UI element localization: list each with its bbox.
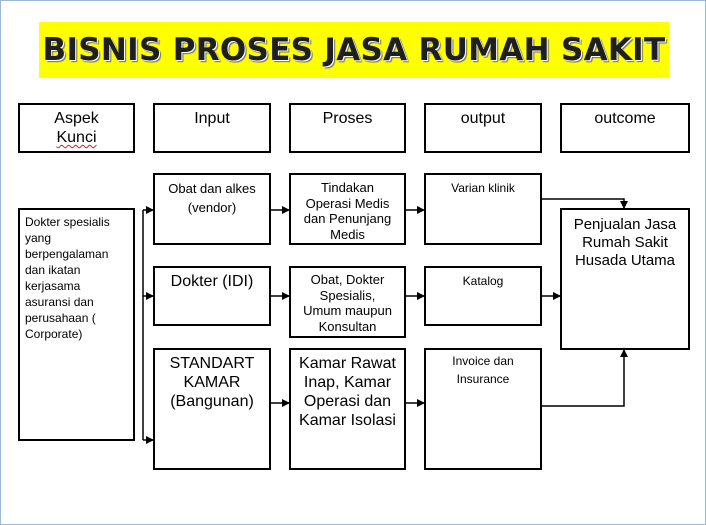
input-1-line: (vendor) [187,200,237,215]
output-1-line: Varian klinik [451,181,515,195]
proses-1-line: Tindakan [321,180,374,195]
header-aspek-kunci: Aspek Kunci [18,103,135,153]
input-1-line: Obat dan alkes [168,181,256,196]
header-proses: Proses [289,103,406,153]
output-box-2: Katalog [424,266,542,326]
proses-3-line: Operasi dan [303,393,392,410]
header-output-label: output [460,110,506,127]
header-outcome-label: outcome [594,110,656,127]
input-3-line: STANDART [169,355,255,372]
proses-3-line: Inap, Kamar [303,374,392,391]
header-outcome: outcome [560,103,690,153]
proses-2-line: Obat, Dokter [310,272,385,287]
proses-1-line: dan Penunjang [303,211,392,226]
diagram-title: BISNIS PROSES JASA RUMAH SAKIT [42,32,666,68]
output-box-1: Varian klinik [424,173,542,245]
proses-2-line: Umum maupun [303,303,392,318]
outcome-line: Penjualan Jasa [573,216,677,233]
input-3-line: (Bangunan) [170,393,254,410]
aspek-kunci-line: perusahaan ( [25,311,96,325]
input-2-line: Dokter (IDI) [170,273,254,290]
proses-2-line: Konsultan [318,318,377,334]
header-aspek-kunci-line2: Kunci [56,129,97,146]
header-output: output [424,103,542,153]
outcome-line: Husada Utama [574,252,676,269]
header-input: Input [153,103,271,153]
header-input-label: Input [194,110,230,127]
proses-3-line: Kamar Rawat [299,355,396,372]
input-box-1: Obat dan alkes (vendor) [153,173,271,245]
aspek-kunci-line: kerjasama [25,279,81,293]
title-banner: BISNIS PROSES JASA RUMAH SAKIT [39,22,669,78]
proses-box-2: Obat, Dokter Spesialis, Umum maupun Kons… [289,266,406,338]
aspek-kunci-line: yang [25,231,52,245]
proses-1-line: Operasi Medis [305,195,390,211]
output-3-line: Invoice dan [452,354,514,368]
aspek-kunci-line: Corporate) [25,327,83,341]
aspek-kunci-line: berpengalaman [25,247,109,261]
aspek-kunci-line: asuransi dan [25,295,94,309]
proses-2-line: Spesialis, [319,287,376,303]
outcome-box: Penjualan Jasa Rumah Sakit Husada Utama [560,208,690,350]
input-box-3: STANDART KAMAR (Bangunan) [153,348,271,470]
proses-box-3: Kamar Rawat Inap, Kamar Operasi dan Kama… [289,348,406,470]
aspek-kunci-line: Dokter spesialis [25,215,110,229]
header-aspek-kunci-line1: Aspek [54,110,99,127]
input-box-2: Dokter (IDI) [153,266,271,326]
header-proses-label: Proses [322,110,373,127]
output-box-3: Invoice dan Insurance [424,348,542,470]
outcome-line: Rumah Sakit [582,234,668,251]
proses-1-line: Medis [330,226,365,242]
proses-3-line: Kamar Isolasi [299,412,396,429]
proses-box-1: Tindakan Operasi Medis dan Penunjang Med… [289,173,406,245]
output-3-line: Insurance [456,372,510,386]
input-3-line: KAMAR [183,374,241,391]
aspek-kunci-line: dan ikatan [25,263,81,277]
output-2-line: Katalog [462,274,504,288]
aspek-kunci-box: Dokter spesialis yang berpengalaman dan … [18,208,135,441]
